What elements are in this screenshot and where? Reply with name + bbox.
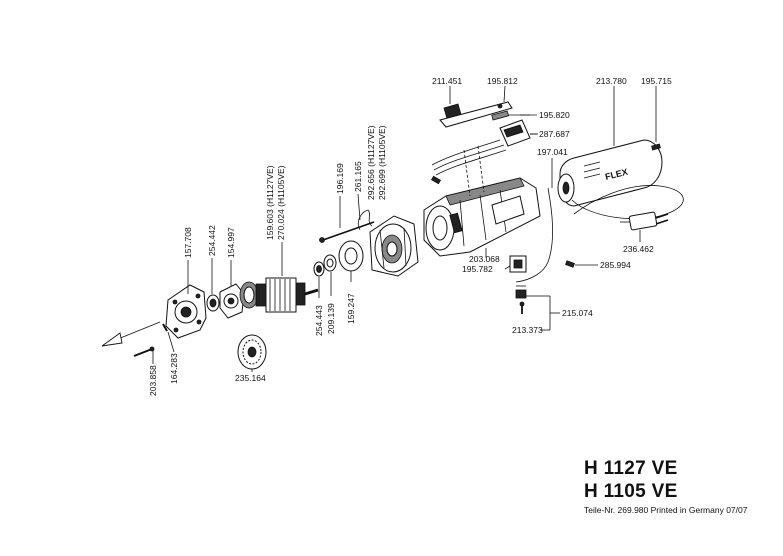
label-196169: 196.169 (335, 163, 345, 194)
spring-261165 (357, 209, 373, 231)
screw-196169 (319, 221, 375, 243)
label-292699: 292.699 (H1105VE) (377, 125, 387, 200)
screw-203858 (133, 346, 155, 357)
label-209139: 209.139 (326, 303, 336, 334)
label-287687: 287.687 (539, 129, 570, 139)
label-159247: 159.247 (346, 293, 356, 324)
capacitor-195782 (509, 255, 527, 273)
label-235164: 235.164 (235, 373, 266, 383)
baffle-159247 (338, 240, 364, 272)
bushing-209139 (323, 254, 337, 272)
switch-287687 (499, 119, 538, 147)
screw-195715 (651, 143, 661, 151)
wire-loom (430, 139, 507, 197)
model-title-1: H 1127 VE (584, 458, 678, 479)
mains-plug-236462 (620, 211, 669, 231)
label-197041: 197.041 (537, 147, 568, 157)
label-254442: 254.442 (207, 225, 217, 256)
bearing-254443 (313, 261, 325, 277)
gear-235164 (237, 334, 267, 370)
label-236462: 236.462 (623, 244, 654, 254)
cable-197041 (515, 185, 684, 283)
brush-plate-195812 (439, 101, 513, 128)
label-215074: 215.074 (562, 308, 593, 318)
leader-lines (152, 85, 657, 372)
motor-housing-203068 (423, 177, 541, 257)
label-195782: 195.782 (462, 264, 493, 274)
label-195820: 195.820 (539, 110, 570, 120)
cable-clamp-215074 (515, 285, 527, 299)
footer-part-number: Teile-Nr. 269.980 Printed in Germany 07/… (584, 505, 748, 515)
label-213373: 213.373 (512, 325, 543, 335)
label-213780: 213.780 (596, 76, 627, 86)
flange-154997 (219, 283, 245, 319)
label-292656: 292.656 (H1127VE) (366, 125, 376, 200)
armature-159603 (239, 277, 319, 313)
model-title-2: H 1105 VE (584, 481, 678, 502)
label-254443: 254.443 (314, 305, 324, 336)
label-285994: 285.994 (600, 260, 631, 270)
field-stator-292656 (369, 215, 419, 277)
label-154997: 154.997 (226, 227, 236, 258)
label-261165: 261.165 (353, 161, 363, 192)
direction-arrow (101, 321, 161, 347)
label-159603: 159.603 (H1127VE) (265, 165, 275, 240)
label-270024: 270.024 (H1105VE) (276, 165, 286, 240)
screw-213373 (519, 301, 525, 314)
clip-285994 (565, 260, 575, 268)
label-211451: 211.451 (432, 76, 462, 86)
pin-164283 (162, 323, 168, 332)
label-203068: 203.068 (469, 254, 500, 264)
label-157708: 157.708 (183, 227, 193, 258)
label-195715: 195.715 (641, 76, 672, 86)
label-164283: 164.283 (169, 353, 179, 384)
gear-housing-157708 (165, 284, 207, 339)
label-195812: 195.812 (487, 76, 518, 86)
handle-cover-213780: FLEX (557, 139, 663, 207)
label-203858: 203.858 (148, 365, 158, 396)
bearing-254442 (206, 294, 220, 312)
part-labels: 211.451 195.812 213.780 195.715 195.820 … (148, 76, 672, 396)
